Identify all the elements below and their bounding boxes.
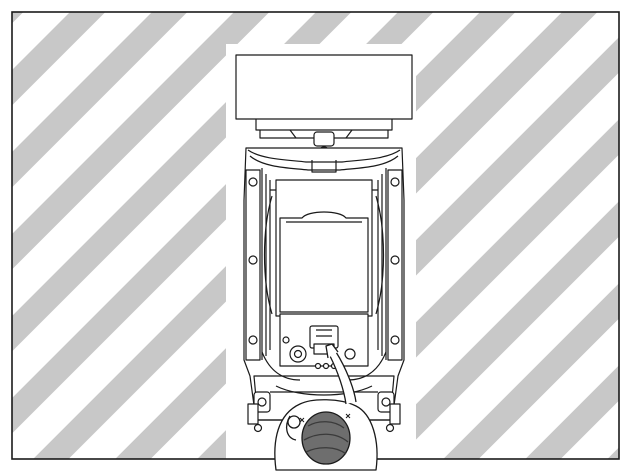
operator-figure [274,343,378,471]
right-hand [325,343,339,359]
central-tank [279,211,369,313]
left-track [245,169,261,361]
machine-top-view [235,54,413,433]
right-track [387,169,403,361]
left-hand [287,415,301,429]
front-attachment [235,54,413,120]
